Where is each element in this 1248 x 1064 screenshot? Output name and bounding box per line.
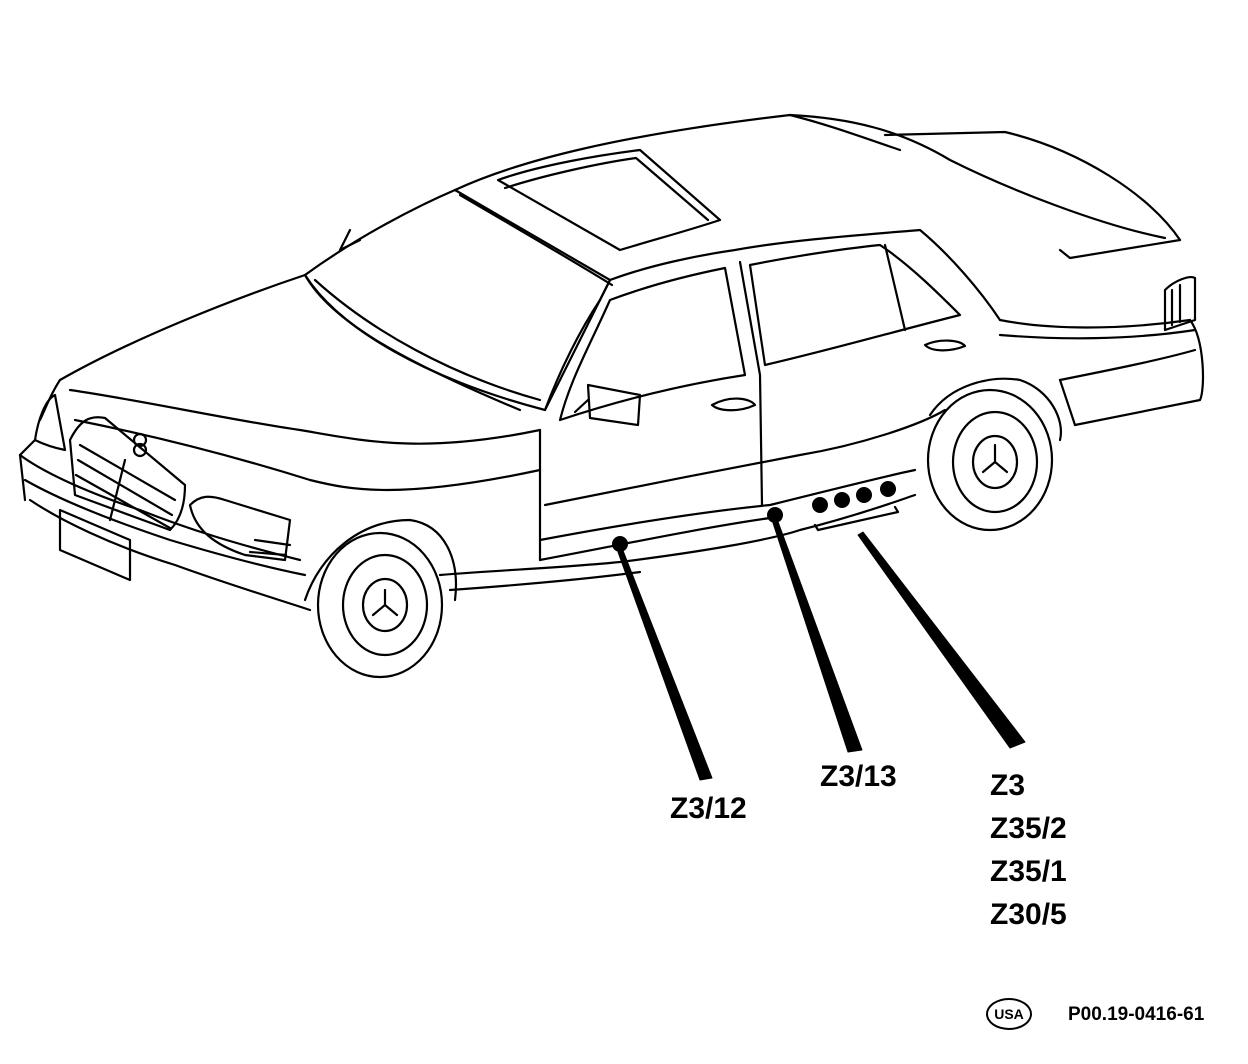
- front-wheel: [316, 531, 444, 679]
- marker-z3-12: [612, 536, 628, 552]
- marker-z35-2: [834, 492, 850, 508]
- callout-label-group: Z3 Z35/2 Z35/1 Z30/5: [990, 764, 1067, 936]
- leader-group: [857, 531, 1026, 749]
- leader-z3-12: [617, 547, 713, 781]
- callout-label-z35-1: Z35/1: [990, 855, 1067, 888]
- usa-badge: USA: [986, 998, 1032, 1030]
- marker-z3: [812, 497, 828, 513]
- group-bracket: [813, 505, 900, 532]
- leader-z3-13: [772, 518, 863, 753]
- reference-code: P00.19-0416-61: [1068, 1004, 1205, 1025]
- callout-label-z3-13: Z3/13: [820, 760, 897, 793]
- rear-wheel: [926, 388, 1054, 532]
- car-body-outline: [18, 113, 1205, 612]
- marker-z3-13: [767, 507, 783, 523]
- marker-z30-5: [880, 481, 896, 497]
- callout-label-z3: Z3: [990, 769, 1026, 802]
- callout-label-z35-2: Z35/2: [990, 812, 1067, 845]
- callout-label-z3-12: Z3/12: [670, 792, 747, 825]
- leader-lines: [617, 518, 1026, 781]
- callout-label-z30-5: Z30/5: [990, 898, 1067, 931]
- marker-z35-1: [856, 487, 872, 503]
- connector-markers: [612, 481, 896, 552]
- usa-badge-text: USA: [994, 1006, 1024, 1022]
